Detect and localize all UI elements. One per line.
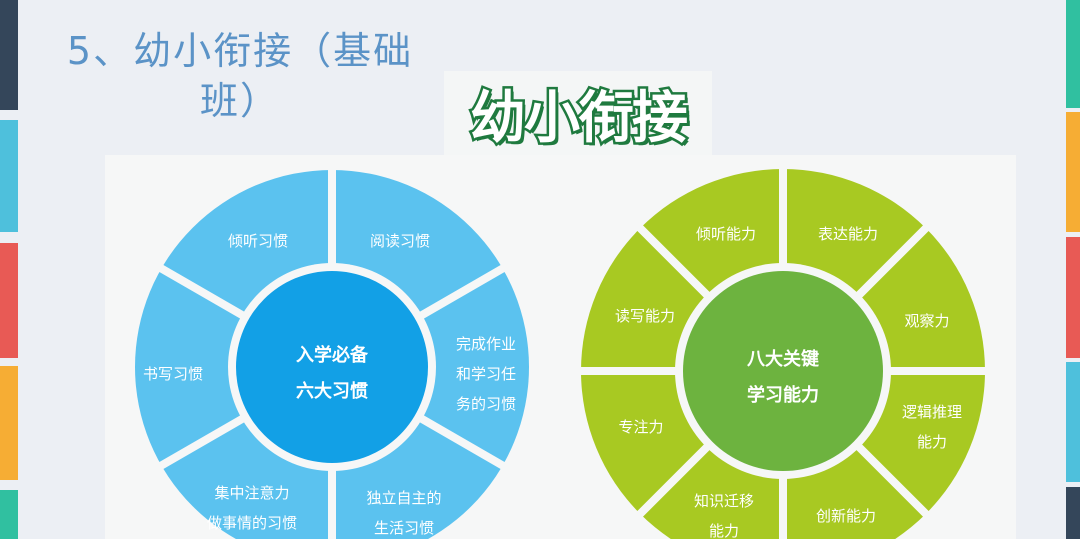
abilities-wheel-center-label: 八大关键 <box>747 348 819 370</box>
right-color-stripe-5 <box>1066 487 1080 539</box>
habits-wheel-slice-label: 务的习惯 <box>456 395 516 413</box>
abilities-wheel-slice-label: 创新能力 <box>816 507 876 525</box>
habits-wheel-center-label: 六大习惯 <box>296 380 368 402</box>
abilities-wheel-slice-label: 倾听能力 <box>696 225 756 243</box>
left-color-stripe-1 <box>0 0 18 110</box>
right-color-stripe-1 <box>1066 0 1080 108</box>
abilities-wheel-slice-label: 观察力 <box>904 312 949 330</box>
habits-wheel-slice-label: 集中注意力 <box>214 484 289 502</box>
slide-title: 5、幼小衔接（基础 班） <box>40 26 440 126</box>
habits-wheel-slice-label: 书写习惯 <box>143 365 203 383</box>
habits-wheel-center <box>236 271 428 463</box>
logo-text: 幼小衔接 <box>468 83 691 153</box>
abilities-wheel: 八大关键学习能力倾听能力表达能力观察力逻辑推理能力创新能力知识迁移能力专注力读写… <box>577 165 989 539</box>
habits-wheel-slice-label: 阅读习惯 <box>370 232 430 250</box>
slide-title-line-1: 5、幼小衔接（基础 <box>66 29 414 73</box>
habits-wheel-slice-label: 独立自主的 <box>366 489 441 507</box>
abilities-wheel-slice-label: 读写能力 <box>615 307 675 325</box>
abilities-wheel-center <box>683 271 883 471</box>
habits-wheel-slice-label: 完成作业 <box>456 335 516 353</box>
abilities-wheel-slice-label: 专注力 <box>618 418 663 436</box>
abilities-wheel-slice-label: 表达能力 <box>818 225 878 243</box>
abilities-wheel-slice-label: 能力 <box>709 522 739 539</box>
habits-wheel-slice-label: 生活习惯 <box>374 519 434 537</box>
right-color-stripe-3 <box>1066 237 1080 358</box>
habits-wheel-slice-label: 倾听习惯 <box>228 232 288 250</box>
habits-wheel-slice-label: 和学习任 <box>456 365 516 383</box>
right-color-stripe-4 <box>1066 362 1080 482</box>
abilities-wheel-slice-label: 知识迁移 <box>694 492 754 510</box>
slide-title-line-2: 班） <box>199 79 280 123</box>
left-color-stripe-3 <box>0 243 18 358</box>
abilities-wheel-slice-label: 能力 <box>917 433 947 451</box>
habits-wheel-slice-label: 做事情的习惯 <box>207 514 297 532</box>
abilities-wheel-center-label: 学习能力 <box>747 384 819 406</box>
abilities-wheel-slice-label: 逻辑推理 <box>902 403 962 421</box>
left-color-stripe-5 <box>0 490 18 539</box>
habits-wheel-center-label: 入学必备 <box>296 344 369 366</box>
left-color-stripe-4 <box>0 366 18 480</box>
right-color-stripe-2 <box>1066 112 1080 232</box>
left-color-stripe-2 <box>0 120 18 232</box>
logo-banner: 幼小衔接 <box>444 71 712 155</box>
